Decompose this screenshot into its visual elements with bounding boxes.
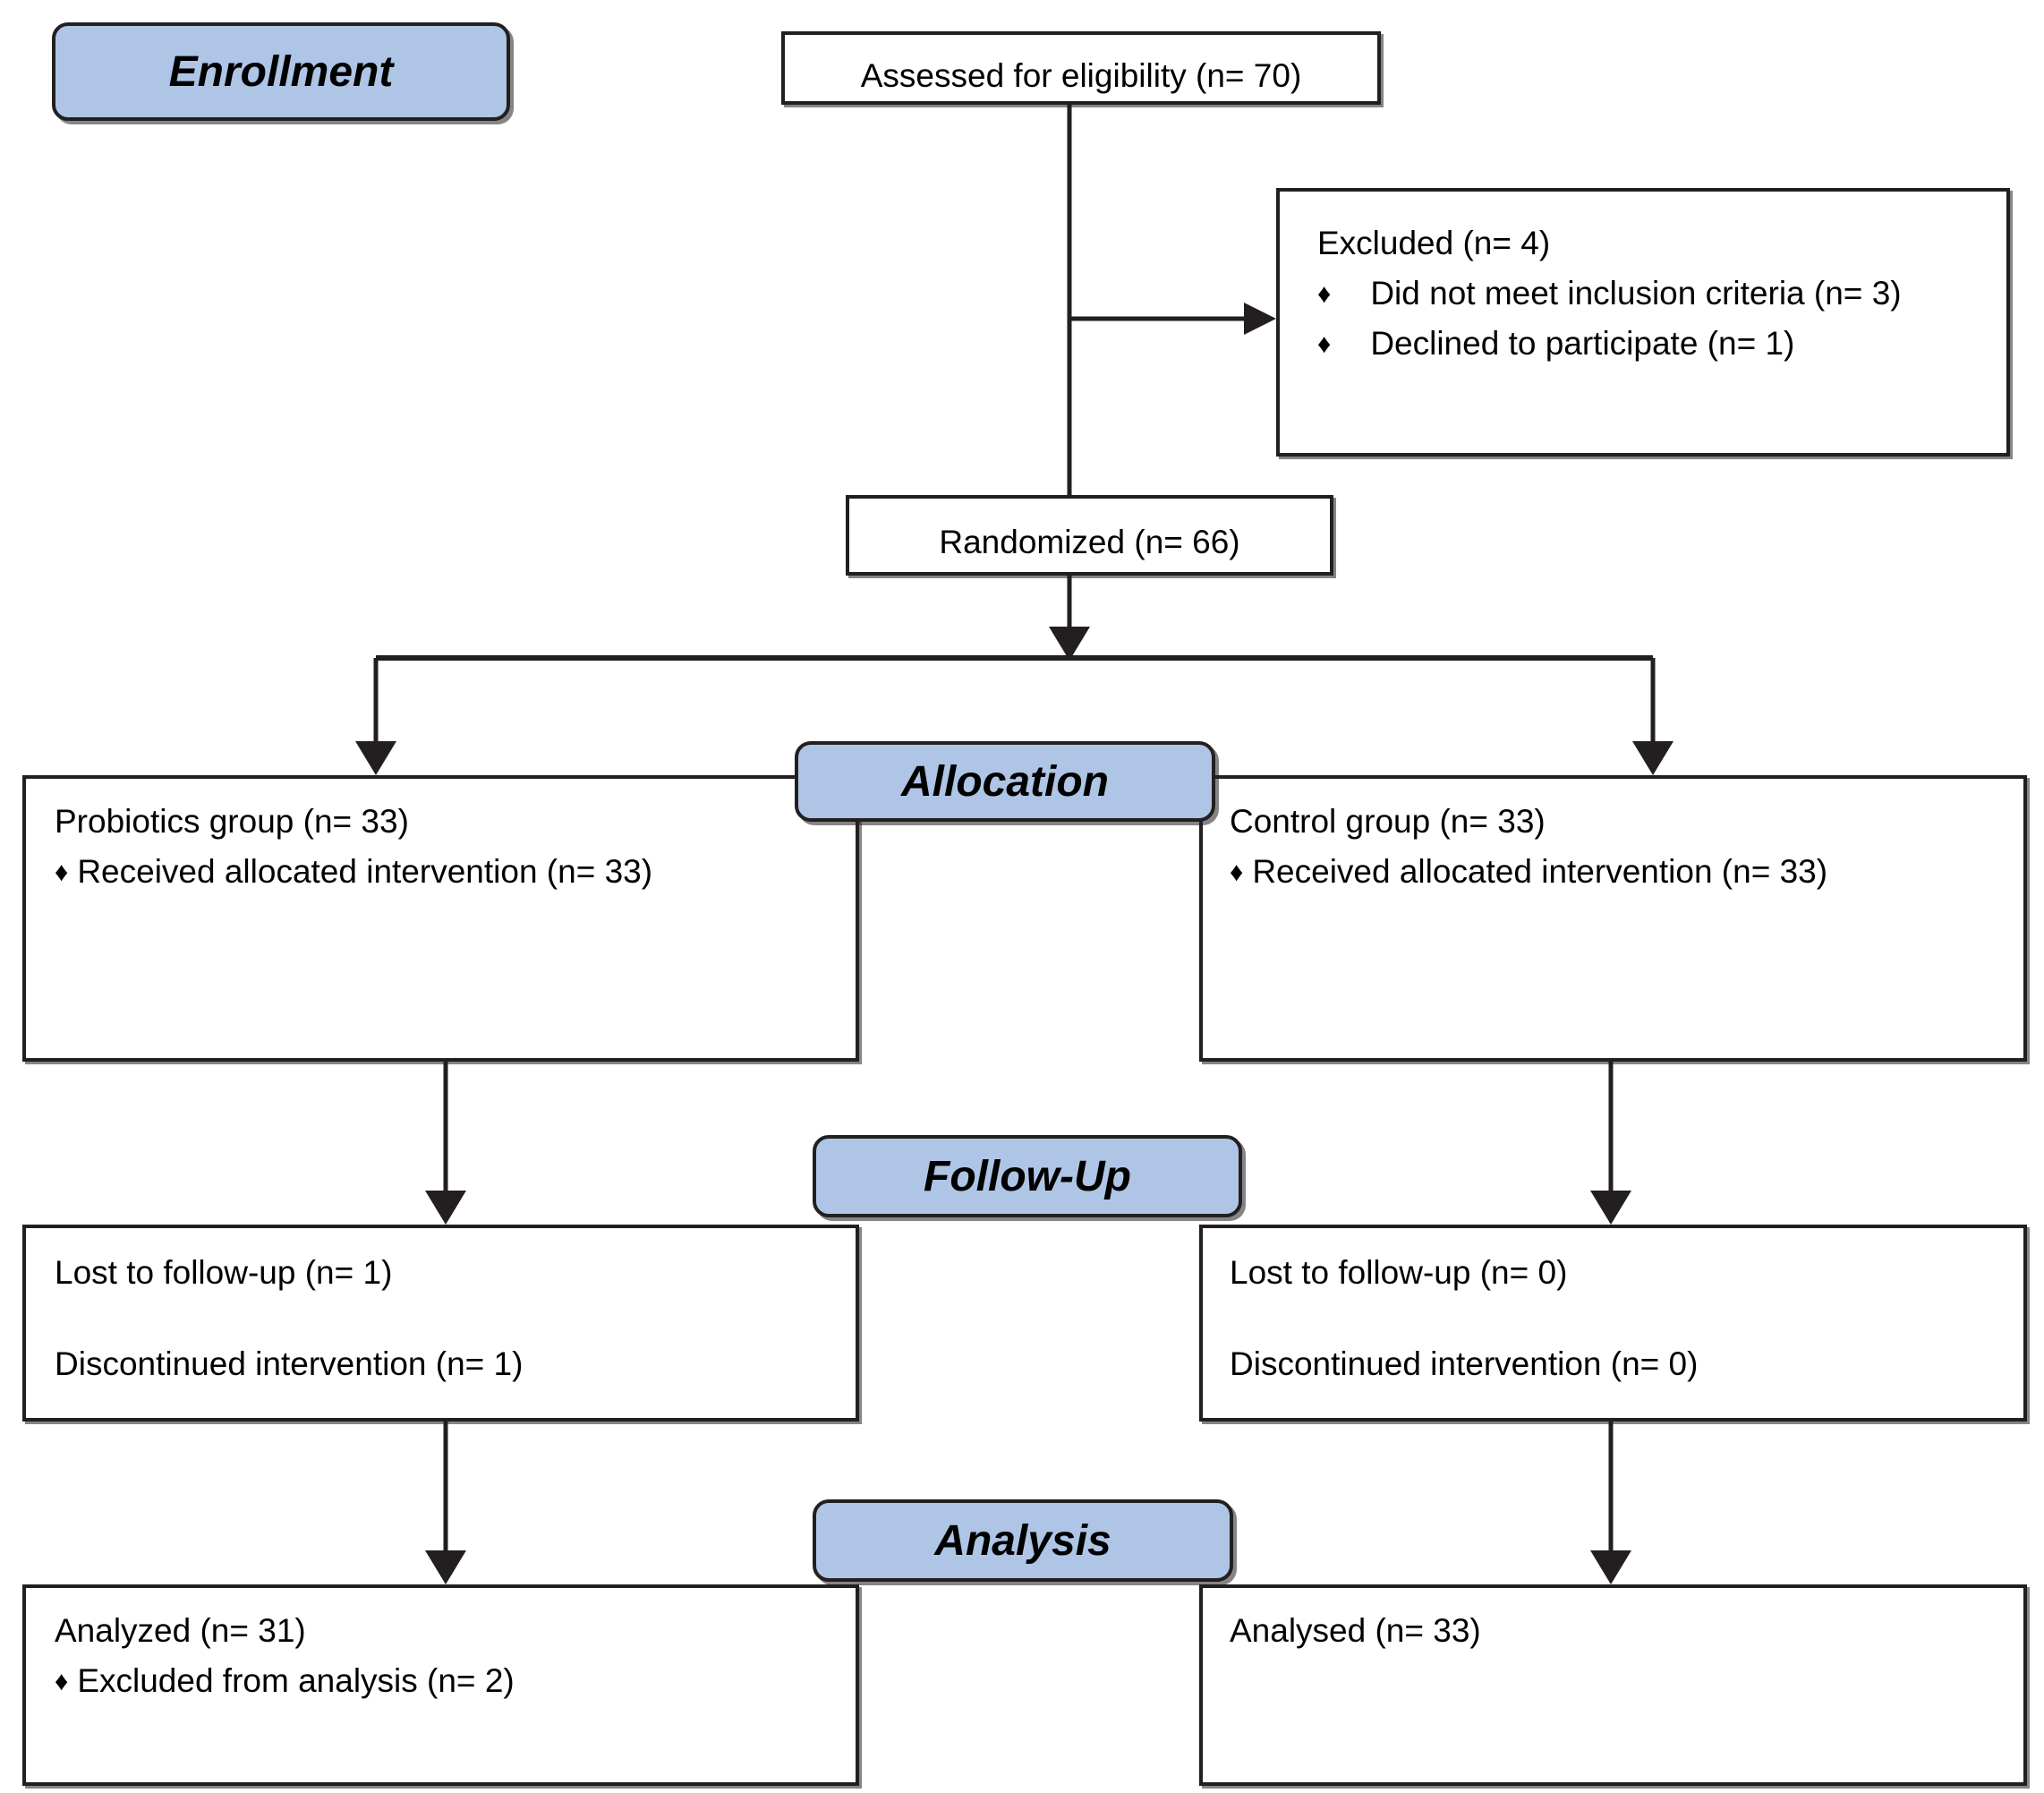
box-assessed-for-eligibility: Assessed for eligibility (n= 70) (781, 31, 1381, 105)
excluded-item-1-text: Declined to participate (n= 1) (1370, 325, 1795, 363)
diamond-bullet-icon: ♦ (1317, 329, 1332, 360)
followup-left-lost: Lost to follow-up (n= 1) (55, 1254, 393, 1291)
allocation-left-title: Probiotics group (n= 33) (55, 803, 409, 840)
arrowhead-followup-right (1590, 1191, 1631, 1225)
followup-left-content: Lost to follow-up (n= 1) Discontinued in… (55, 1248, 523, 1389)
arrowhead-allocation-right (1632, 741, 1674, 775)
followup-right-lost: Lost to follow-up (n= 0) (1230, 1254, 1568, 1291)
allocation-right-title: Control group (n= 33) (1230, 803, 1546, 840)
followup-right-content: Lost to follow-up (n= 0) Discontinued in… (1230, 1248, 1698, 1389)
followup-right-spacer (1230, 1298, 1698, 1339)
box-allocation-left: Probiotics group (n= 33) ♦ Received alloc… (22, 775, 859, 1062)
allocation-right-item: ♦ Received allocated intervention (n= 33) (1230, 847, 1827, 897)
analysis-left-title: Analyzed (n= 31) (55, 1612, 306, 1649)
diamond-bullet-icon: ♦ (55, 1667, 69, 1697)
analysis-left-content: Analyzed (n= 31) ♦ Excluded from analysis… (55, 1606, 515, 1706)
box-allocation-right: Control group (n= 33) ♦ Received allocate… (1199, 775, 2027, 1062)
arrowhead-analysis-right (1590, 1550, 1631, 1584)
randomized-text: Randomized (n= 66) (939, 524, 1240, 560)
box-excluded: Excluded (n= 4) ♦ Did not meet inclusion … (1276, 188, 2010, 457)
diamond-bullet-icon: ♦ (55, 858, 69, 888)
stage-label-enrollment: Enrollment (52, 22, 510, 121)
followup-left-discontinued: Discontinued intervention (n= 1) (55, 1345, 524, 1383)
allocation-right-item-text: Received allocated intervention (n= 33) (1252, 853, 1828, 891)
excluded-item-0: ♦ Did not meet inclusion criteria (n= 3) (1317, 269, 1902, 319)
diamond-bullet-icon: ♦ (1317, 279, 1332, 310)
arrowhead-randomized-down (1049, 627, 1090, 661)
excluded-content: Excluded (n= 4) ♦ Did not meet inclusion … (1317, 218, 1902, 370)
arrowhead-followup-left (425, 1191, 466, 1225)
allocation-left-content: Probiotics group (n= 33) ♦ Received alloc… (55, 797, 652, 897)
arrowhead-allocation-left (355, 741, 396, 775)
stage-label-analysis: Analysis (813, 1499, 1233, 1582)
excluded-title: Excluded (n= 4) (1317, 225, 1551, 261)
stage-label-allocation: Allocation (795, 741, 1215, 822)
excluded-item-1: ♦ Declined to participate (n= 1) (1317, 319, 1902, 369)
arrowhead-analysis-left (425, 1550, 466, 1584)
diamond-bullet-icon: ♦ (1230, 858, 1244, 888)
stage-label-analysis-text: Analysis (934, 1516, 1111, 1565)
arrowhead-to-excluded (1244, 303, 1276, 335)
allocation-right-content: Control group (n= 33) ♦ Received allocate… (1230, 797, 1827, 897)
box-analysis-left: Analyzed (n= 31) ♦ Excluded from analysis… (22, 1584, 859, 1786)
stage-label-allocation-text: Allocation (900, 757, 1109, 806)
allocation-left-item: ♦ Received allocated intervention (n= 33) (55, 847, 652, 897)
analysis-right-content: Analysed (n= 33) (1230, 1606, 1481, 1656)
stage-label-enrollment-text: Enrollment (168, 47, 394, 96)
followup-left-spacer (55, 1298, 523, 1339)
analysis-right-title: Analysed (n= 33) (1230, 1612, 1481, 1649)
allocation-left-item-text: Received allocated intervention (n= 33) (77, 853, 653, 891)
box-randomized: Randomized (n= 66) (846, 495, 1333, 576)
analysis-left-item: ♦ Excluded from analysis (n= 2) (55, 1656, 515, 1706)
assessed-for-eligibility-text: Assessed for eligibility (n= 70) (860, 57, 1302, 94)
box-analysis-right: Analysed (n= 33) (1199, 1584, 2027, 1786)
analysis-left-item-text: Excluded from analysis (n= 2) (77, 1662, 515, 1700)
followup-right-discontinued: Discontinued intervention (n= 0) (1230, 1345, 1699, 1383)
stage-label-followup-text: Follow-Up (924, 1152, 1131, 1200)
box-followup-right: Lost to follow-up (n= 0) Discontinued in… (1199, 1225, 2027, 1422)
stage-label-followup: Follow-Up (813, 1135, 1242, 1217)
box-followup-left: Lost to follow-up (n= 1) Discontinued in… (22, 1225, 859, 1422)
excluded-item-0-text: Did not meet inclusion criteria (n= 3) (1370, 275, 1902, 312)
